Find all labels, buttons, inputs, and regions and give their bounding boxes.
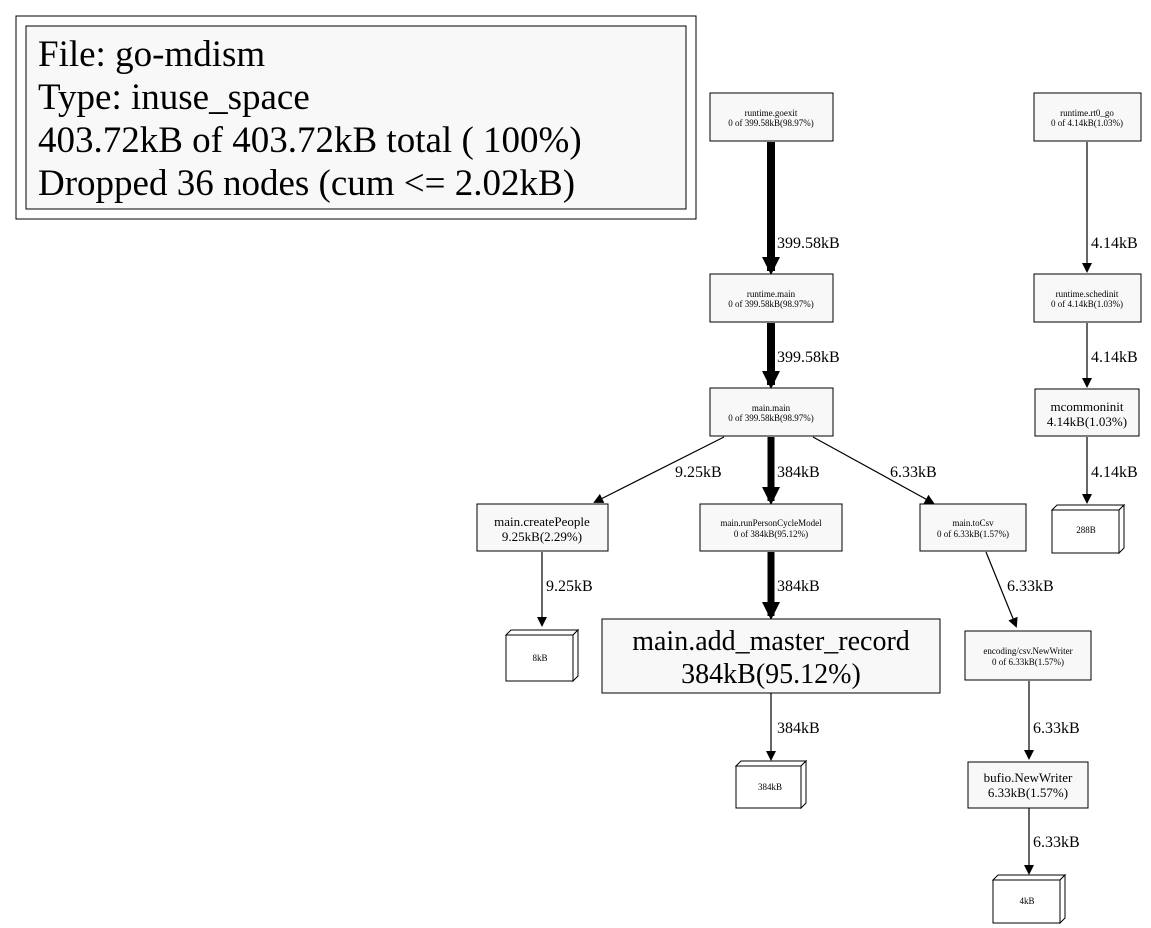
edge-label-addmaster-384kb: 384kB <box>777 720 820 737</box>
node-name: main.toCsv <box>952 518 994 528</box>
node-mcommoninit[interactable]: mcommoninit 4.14kB(1.03%) <box>1034 388 1140 437</box>
node-stat: 384kB(95.12%) <box>681 659 861 690</box>
node-stat: 0 of 4.14kB(1.03%) <box>1051 118 1123 128</box>
legend-type: Type: inuse_space <box>38 77 310 118</box>
node-stat: 0 of 6.33kB(1.57%) <box>992 657 1064 667</box>
box-label: 8kB <box>532 653 547 663</box>
node-main-main[interactable]: main.main 0 of 399.58kB(98.97%) <box>709 387 834 437</box>
node-stat: 0 of 6.33kB(1.57%) <box>937 529 1009 539</box>
legend-dropped: Dropped 36 nodes (cum <= 2.02kB) <box>38 163 575 204</box>
edge-tocsv-csvnewwriter <box>985 551 1018 628</box>
node-name: runtime.schedinit <box>1056 289 1119 299</box>
node-name: encoding/csv.NewWriter <box>983 646 1072 656</box>
node-name: runtime.main <box>747 289 796 299</box>
box-label: 384kB <box>758 782 782 792</box>
node-bufio-newwriter[interactable]: bufio.NewWriter 6.33kB(1.57%) <box>967 761 1089 809</box>
edge-label-main-runperson: 384kB <box>777 464 820 481</box>
node-stat: 0 of 384kB(95.12%) <box>734 529 808 539</box>
node-stat: 4.14kB(1.03%) <box>1047 414 1127 429</box>
edge-label-goexit-runtime-main: 399.58kB <box>777 235 840 252</box>
node-csv-newwriter[interactable]: encoding/csv.NewWriter 0 of 6.33kB(1.57%… <box>964 630 1092 681</box>
legend: File: go-mdism Type: inuse_space 403.72k… <box>15 15 697 220</box>
edge-label-runtime-main-main-main: 399.58kB <box>777 349 840 366</box>
node-runtime-schedinit[interactable]: runtime.schedinit 0 of 4.14kB(1.03%) <box>1033 273 1142 323</box>
node-main-add-master-record[interactable]: main.add_master_record 384kB(95.12%) <box>601 618 941 694</box>
edge-label-createpeople-8kb: 9.25kB <box>546 578 593 595</box>
node-stat: 0 of 399.58kB(98.97%) <box>728 299 814 309</box>
node-runtime-main[interactable]: runtime.main 0 of 399.58kB(98.97%) <box>709 273 834 323</box>
edge-label-mcommoninit-288b: 4.14kB <box>1091 464 1138 481</box>
box-8kb[interactable]: 8kB <box>504 628 580 683</box>
box-4kb[interactable]: 4kB <box>991 873 1067 925</box>
node-runtime-goexit[interactable]: runtime.goexit 0 of 399.58kB(98.97%) <box>709 92 834 142</box>
edge-label-main-createpeople: 9.25kB <box>675 464 722 481</box>
edge-label-csvnewwriter-bufio: 6.33kB <box>1033 720 1080 737</box>
edge-label-runperson-addmaster: 384kB <box>777 578 820 595</box>
node-name: runtime.goexit <box>745 108 798 118</box>
node-name: bufio.NewWriter <box>984 770 1073 785</box>
node-runtime-rt0-go[interactable]: runtime.rt0_go 0 of 4.14kB(1.03%) <box>1033 92 1142 142</box>
box-label: 4kB <box>1019 896 1034 906</box>
nodes: runtime.goexit 0 of 399.58kB(98.97%) run… <box>476 92 1142 809</box>
node-name: main.add_master_record <box>632 626 910 657</box>
node-name: main.main <box>752 403 791 413</box>
edge-label-rt0go-schedinit: 4.14kB <box>1091 235 1138 252</box>
edge-label-tocsv-csvnewwriter: 6.33kB <box>1007 578 1054 595</box>
box-label: 288B <box>1076 525 1096 535</box>
edge-label-main-tocsv: 6.33kB <box>890 464 937 481</box>
node-stat: 6.33kB(1.57%) <box>988 785 1068 800</box>
box-288b[interactable]: 288B <box>1050 503 1126 555</box>
node-name: main.runPersonCycleModel <box>720 518 822 528</box>
node-name: runtime.rt0_go <box>1060 108 1114 118</box>
edge-label-schedinit-mcommoninit: 4.14kB <box>1091 349 1138 366</box>
edge-main-createpeople <box>593 436 725 503</box>
legend-file: File: go-mdism <box>38 34 265 75</box>
edge-main-tocsv <box>812 436 935 504</box>
node-main-createpeople[interactable]: main.createPeople 9.25kB(2.29%) <box>476 503 609 552</box>
node-name: mcommoninit <box>1051 399 1124 414</box>
node-main-tocsv[interactable]: main.toCsv 0 of 6.33kB(1.57%) <box>919 503 1027 552</box>
node-stat: 0 of 399.58kB(98.97%) <box>728 118 814 128</box>
node-stat: 9.25kB(2.29%) <box>502 529 582 544</box>
allocation-boxes: 8kB 384kB 4kB 288B <box>504 503 1126 925</box>
node-stat: 0 of 4.14kB(1.03%) <box>1051 299 1123 309</box>
box-384kb[interactable]: 384kB <box>734 759 808 810</box>
node-stat: 0 of 399.58kB(98.97%) <box>728 413 814 423</box>
legend-total: 403.72kB of 403.72kB total ( 100%) <box>38 120 582 161</box>
node-main-runpersoncyclemodel[interactable]: main.runPersonCycleModel 0 of 384kB(95.1… <box>699 503 843 552</box>
node-name: main.createPeople <box>494 514 590 529</box>
edge-label-bufio-4kb: 6.33kB <box>1033 834 1080 851</box>
edges: 399.58kB 399.58kB 9.25kB 384kB 6.33kB 9.… <box>537 142 1138 875</box>
